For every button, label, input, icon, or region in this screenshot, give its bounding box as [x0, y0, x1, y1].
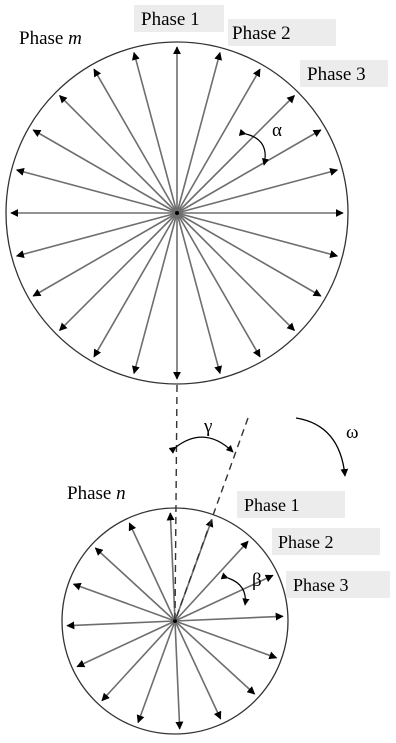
rotor-n-phase3-label: Phase 3: [293, 575, 349, 595]
rotor-n-phasor-5: [174, 620, 278, 660]
rotor-n: [61, 507, 289, 735]
alpha-symbol: α: [272, 120, 282, 141]
rotor-n-phasor-13: [72, 582, 176, 622]
rotor-n-phasor-4: [174, 612, 284, 622]
rotor-n-phasors: [66, 512, 284, 730]
rotation-direction-icon: [295, 417, 349, 477]
rotor-m-phase-count-label: Phase m: [19, 28, 82, 49]
rotor-m-phasor-3: [176, 68, 261, 214]
rotor-n-phasor-11: [76, 620, 176, 668]
rotor-m-phase3-label-bg: [300, 60, 388, 87]
rotor-n-phasor-7: [174, 620, 222, 720]
reference-axis-dashed: [174, 384, 178, 622]
rotor-n-phase2-label: Phase 2: [278, 532, 334, 552]
rotor-n-phasor-9: [136, 620, 176, 724]
rotor-m-phasor-15: [93, 212, 178, 358]
beta-arc-icon: [220, 572, 250, 606]
rotor-m-phasor-21: [32, 129, 178, 214]
rotor-n-phase3-label-bg: [286, 571, 390, 598]
rotor-m-phasor-4: [176, 95, 295, 214]
rotor-n-phase-count-label: Phase n: [67, 483, 126, 504]
rotor-n-label-variable: n: [116, 483, 126, 504]
rotor-m-phasor-16: [59, 212, 178, 331]
rotor-n-phase1-label-bg: [237, 491, 345, 518]
rotor-m-phasor-17: [32, 212, 178, 297]
rotor-n-phasor-6: [174, 620, 256, 695]
rotor-m-phasor-6: [176, 168, 339, 214]
rotor-n-phasor-14: [94, 547, 176, 622]
rotor-m-phasor-24: [132, 51, 178, 214]
rotor-n-phasor-10: [101, 620, 176, 702]
rotor-m-circle: [5, 41, 349, 385]
rotor-m-phasor-2: [176, 51, 222, 214]
rotor-n-phasor-15: [128, 522, 176, 622]
gamma-symbol: γ: [203, 416, 212, 437]
rotor-n-phase2-label-bg: [272, 528, 380, 555]
rotor-m-label-prefix: Phase: [19, 28, 68, 49]
omega-symbol: ω: [346, 422, 359, 443]
rotor-m-phasor-18: [15, 212, 178, 258]
beta-symbol: β: [252, 570, 262, 591]
rotor-n-phase1-label: Phase 1: [244, 495, 300, 515]
gamma-arc-icon: [168, 436, 234, 454]
rotor-m-phasor-20: [15, 168, 178, 214]
rotor-m-phasor-11: [176, 212, 261, 358]
rotor-n-phasor-2: [174, 540, 249, 622]
rotor-m-phasor-10: [176, 212, 295, 331]
rotor-m-phasor-23: [93, 68, 178, 214]
rotor-m-phasor-14: [132, 212, 178, 375]
rotor-m: [5, 41, 349, 385]
rotor-n-label-prefix: Phase: [67, 483, 116, 504]
rotor-m-phasor-12: [176, 212, 222, 375]
alpha-arc-icon: [238, 128, 270, 166]
rotor-m-phase1-label: Phase 1: [141, 9, 200, 30]
rotor-m-phasor-5: [176, 129, 322, 214]
rotor-m-phase1-label-bg: [134, 5, 224, 32]
rotor-m-phase2-label-bg: [228, 19, 336, 46]
rotor-n-phasor-8: [174, 620, 184, 730]
rotor-m-phasor-8: [176, 212, 339, 258]
rotor-m-phasors: [10, 46, 344, 380]
rotor-m-center: [175, 211, 179, 215]
rotor-m-phase3-label: Phase 3: [307, 64, 366, 85]
rotor-m-phase2-label: Phase 2: [232, 23, 291, 44]
rotor-n-circle: [61, 507, 289, 735]
rotor-m-phasor-22: [59, 95, 178, 214]
rotor-m-phasor-9: [176, 212, 322, 297]
rotor-n-center: [173, 619, 177, 623]
rotor-m-label-variable: m: [68, 28, 82, 49]
rotor-n-phasor-16: [166, 512, 176, 622]
rotor-n-phasor-12: [66, 620, 176, 630]
